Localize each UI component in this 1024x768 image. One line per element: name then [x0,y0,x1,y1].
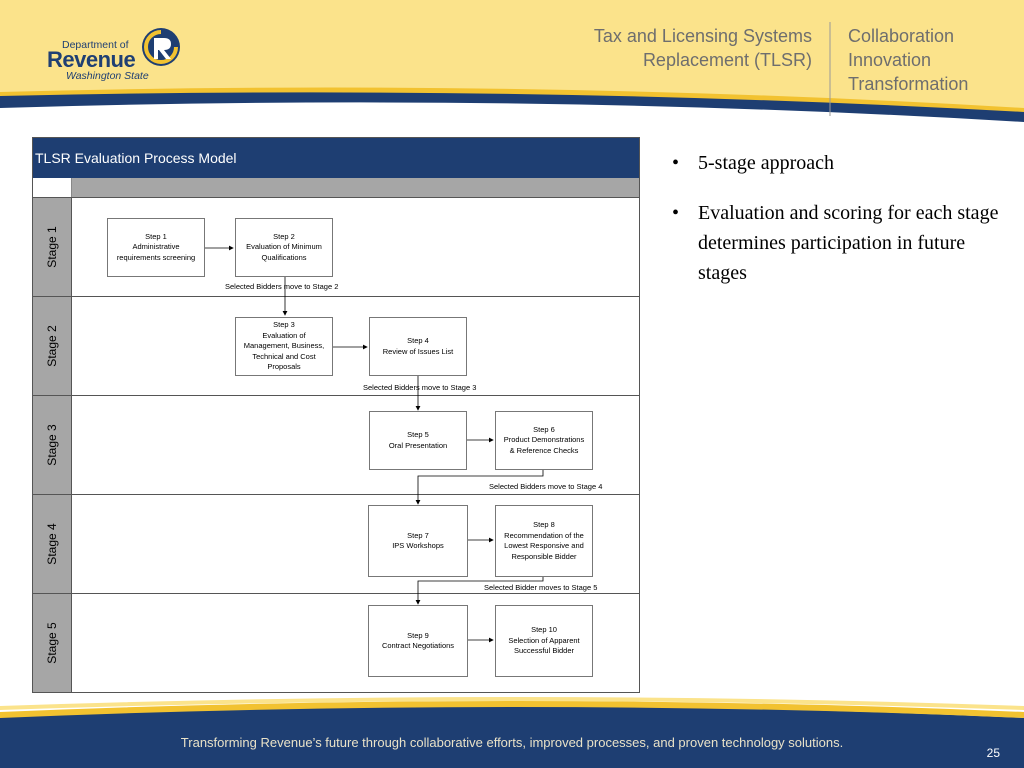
lane-stage-5: Stage 5 [33,593,639,692]
header-swoosh-navy [0,92,1024,122]
header-title-line: Replacement (TLSR) [642,50,812,70]
header-title: Tax and Licensing Systems Replacement (T… [594,24,812,72]
step-text: Step 9 Contract Negotiations [381,630,455,651]
bullet-icon: • [672,152,680,174]
lane-stage-1: Stage 1 [33,197,639,296]
lane-label-text: Stage 5 [45,622,59,664]
header-tagline-line: Transformation [848,74,969,94]
step-text: Step 5 Oral Presentation [388,430,448,450]
step-text: Step 4 Review of Issues List [382,336,454,356]
step-text: Step 6 Product Demonstrations & Referenc… [503,424,585,455]
footer-band [0,705,1024,768]
step-box-9: Step 9 Contract Negotiations [368,605,468,677]
page-number: 25 [986,746,1000,760]
bullet-list: • 5-stage approach • Evaluation and scor… [672,148,1012,308]
lane-label-text: Stage 1 [45,226,59,268]
lane-stage-4: Stage 4 [33,494,639,593]
bullet-text: Evaluation and scoring for each stage de… [698,202,999,284]
process-diagram: TLSR Evaluation Process Model Stage 1 St… [32,137,640,693]
header-band [0,0,1024,112]
transition-label: Selected Bidders move to Stage 2 [225,282,339,291]
bullet-icon: • [672,202,680,224]
step-text: Step 1 Administrative requirements scree… [116,231,196,262]
lane-label: Stage 2 [33,297,72,395]
step-box-3: Step 3 Evaluation of Management, Busines… [235,317,333,376]
step-text: Step 8 Recommendation of the Lowest Resp… [504,520,584,561]
step-text: Step 2 Evaluation of Minimum Qualificati… [246,231,322,262]
diagram-title: TLSR Evaluation Process Model [33,138,639,178]
footer-swoosh-gold [0,701,1024,718]
lane-stage-3: Stage 3 [33,395,639,494]
step-box-5: Step 5 Oral Presentation [369,411,467,470]
transition-label: Selected Bidders move to Stage 3 [363,383,477,392]
step-text: Step 3 Evaluation of Management, Busines… [243,320,325,372]
step-box-4: Step 4 Review of Issues List [369,317,467,376]
logo-revenue-text: Revenue [47,47,136,72]
lane-label: Stage 4 [33,495,72,593]
lane-label-text: Stage 4 [45,523,59,565]
step-text: Step 7 IPS Workshops [392,530,444,551]
step-text: Step 10 Selection of Apparent Successful… [508,625,580,656]
diagram-subheader [72,178,639,197]
header-tagline-line: Collaboration [848,26,955,46]
revenue-r-logo-icon [142,28,180,66]
lane-label-text: Stage 3 [45,424,59,466]
step-box-1: Step 1 Administrative requirements scree… [107,218,205,277]
step-box-8: Step 8 Recommendation of the Lowest Resp… [495,505,593,577]
step-box-10: Step 10 Selection of Apparent Successful… [495,605,593,677]
bullet-text: 5-stage approach [698,152,835,174]
lane-label: Stage 5 [33,594,72,692]
logo-state-text: Washington State [66,70,149,82]
lane-label: Stage 3 [33,396,72,494]
transition-label: Selected Bidders move to Stage 4 [489,482,603,491]
lane-label: Stage 1 [33,198,72,296]
header-tagline: Collaboration Innovation Transformation [848,24,968,96]
diagram-subheader-corner [33,178,72,197]
footer-swoosh-light [0,697,1024,710]
transition-label: Selected Bidder moves to Stage 5 [484,583,598,592]
lane-stage-2: Stage 2 [33,296,639,395]
header-tagline-line: Innovation [848,50,932,70]
step-box-6: Step 6 Product Demonstrations & Referenc… [495,411,593,470]
step-box-2: Step 2 Evaluation of Minimum Qualificati… [235,218,333,277]
bullet-item: • 5-stage approach [672,148,1012,178]
header-title-line: Tax and Licensing Systems [593,26,812,46]
step-box-7: Step 7 IPS Workshops [368,505,468,577]
logo-department-text: Department of [62,39,129,51]
bullet-item: • Evaluation and scoring for each stage … [672,198,1012,288]
footer-tagline: Transforming Revenue’s future through co… [180,735,844,750]
lane-label-text: Stage 2 [45,325,59,367]
